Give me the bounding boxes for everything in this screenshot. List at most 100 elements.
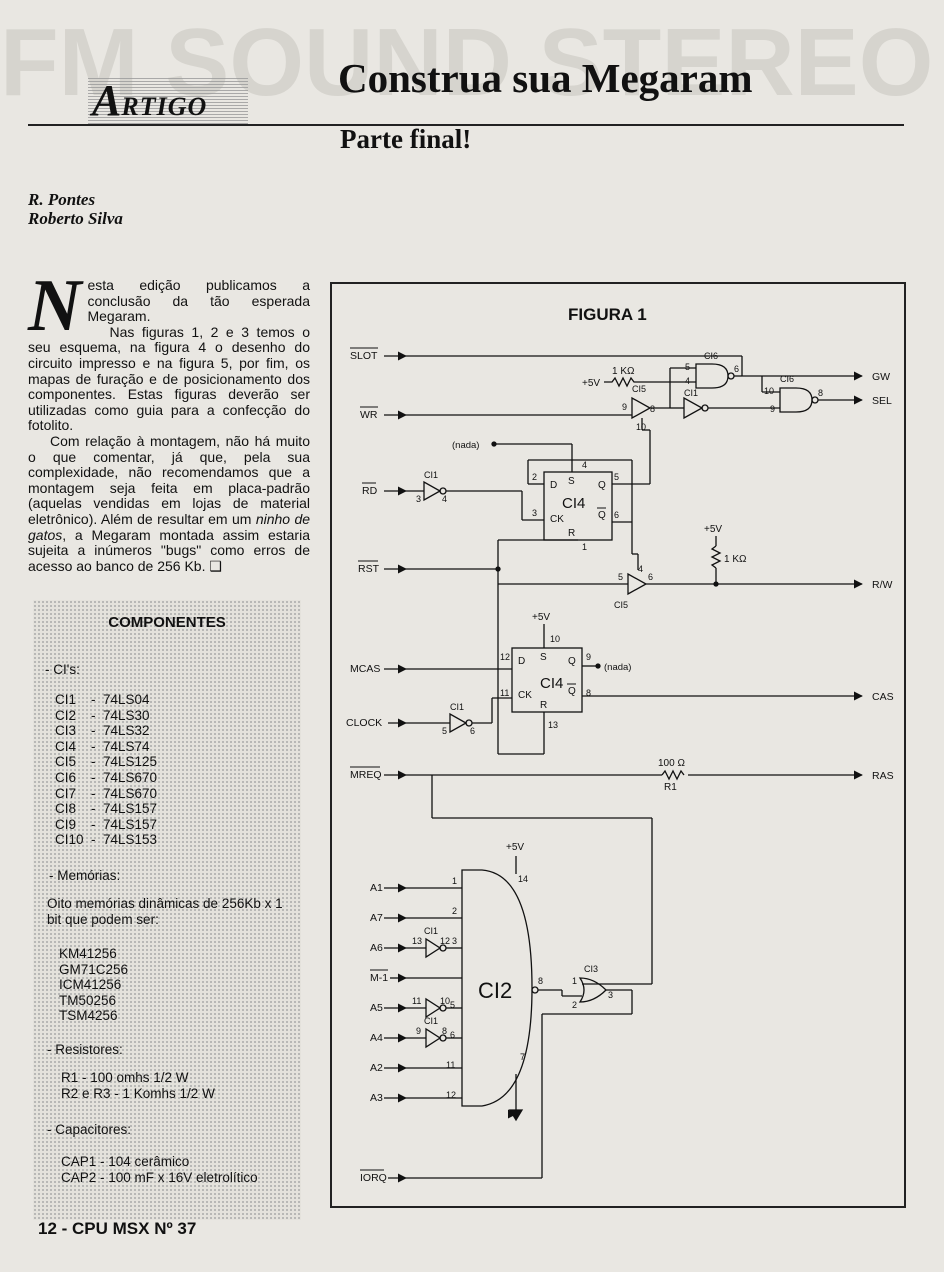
kicker-pattern (88, 78, 248, 124)
svg-text:Q: Q (598, 480, 606, 491)
paragraph-3-italic: ninho de gatos (28, 510, 311, 543)
list-item: R1 - 100 omhs 1/2 W (61, 1070, 189, 1085)
schematic-figure: FIGURA 1 SLOT WR RD RST MCAS CLOCK MREQ … (330, 282, 906, 1208)
list-item: CI9- 74LS157 (55, 816, 158, 832)
paragraph-1: esta edição publicamos a conclusão da tã… (87, 277, 310, 325)
mem-label: - Memórias: (49, 868, 121, 883)
svg-text:5: 5 (442, 726, 447, 736)
author-1: R. Pontes (28, 190, 96, 209)
paragraph-3-text: Com relação à montagem, não há muito o q… (28, 432, 310, 527)
svg-text:CI1: CI1 (424, 1016, 438, 1026)
svg-text:9: 9 (416, 1026, 421, 1036)
svg-text:8: 8 (538, 976, 543, 986)
input-a7: A7 (370, 912, 383, 924)
input-a6: A6 (370, 942, 383, 954)
mem-list: KM41256 GM71C256 ICM41256 TM50256 TSM425… (59, 946, 128, 1024)
list-item: CI3- 74LS32 (55, 723, 150, 739)
svg-text:1 KΩ: 1 KΩ (612, 366, 635, 377)
svg-text:+5V: +5V (704, 524, 722, 535)
header-rule (28, 124, 904, 126)
input-a3: A3 (370, 1092, 383, 1104)
output-cas: CAS (872, 691, 894, 703)
list-item: CI6- 74LS670 (55, 769, 158, 785)
input-mreq: MREQ (350, 769, 382, 781)
svg-text:CI1: CI1 (450, 702, 464, 712)
svg-text:D: D (518, 656, 525, 667)
svg-text:5: 5 (450, 1000, 455, 1010)
svg-text:Q: Q (568, 686, 576, 697)
svg-text:6: 6 (648, 572, 653, 582)
list-item: CI2- 74LS30 (55, 707, 150, 723)
dropcap: N (28, 265, 82, 347)
input-wr: WR (360, 409, 378, 421)
list-item: CI1- 74LS04 (55, 692, 150, 707)
cis-label: - CI's: (45, 662, 80, 677)
svg-text:D: D (550, 480, 557, 491)
list-item: TSM4256 (59, 1008, 118, 1024)
input-rd: RD (362, 485, 378, 497)
svg-text:7: 7 (520, 1052, 525, 1062)
list-item: TM50256 (59, 992, 117, 1008)
cis-list: CI1- 74LS04 CI2- 74LS30 CI3- 74LS32 CI4-… (55, 692, 157, 848)
svg-text:12: 12 (446, 1090, 456, 1100)
svg-text:5: 5 (614, 472, 619, 482)
output-ras: RAS (872, 770, 894, 782)
page-footer: 12 - CPU MSX Nº 37 (38, 1219, 197, 1238)
svg-text:10: 10 (636, 422, 646, 432)
svg-text:Q: Q (568, 656, 576, 667)
svg-text:3: 3 (452, 936, 457, 946)
svg-text:CI6: CI6 (780, 374, 794, 384)
input-mcas: MCAS (350, 663, 380, 675)
output-gw: GW (872, 371, 890, 383)
svg-text:CI5: CI5 (632, 384, 646, 394)
svg-text:CI1: CI1 (424, 926, 438, 936)
list-item: CI8- 74LS157 (55, 801, 158, 817)
svg-text:+5V: +5V (532, 612, 550, 623)
svg-text:+5V: +5V (582, 378, 600, 389)
svg-text:5: 5 (618, 572, 623, 582)
schematic-svg: FIGURA 1 SLOT WR RD RST MCAS CLOCK MREQ … (346, 305, 894, 1184)
svg-text:4: 4 (638, 564, 643, 574)
svg-text:12: 12 (500, 652, 510, 662)
kicker-initial: A (92, 76, 122, 125)
paragraph-3-end: , a Megaram montada assim estaria sujeit… (28, 526, 310, 574)
list-item: CI5- 74LS125 (55, 754, 158, 770)
svg-text:CI3: CI3 (584, 964, 598, 974)
svg-text:9: 9 (770, 404, 775, 414)
list-item: ICM41256 (59, 977, 122, 993)
svg-text:CI4: CI4 (540, 675, 563, 692)
list-item: KM41256 (59, 946, 117, 961)
res-label: - Resistores: (47, 1042, 123, 1057)
svg-text:9: 9 (622, 402, 627, 412)
page-subtitle: Parte final! (340, 124, 472, 154)
svg-text:CK: CK (550, 514, 564, 525)
svg-text:CI2: CI2 (478, 978, 512, 1003)
svg-text:(nada): (nada) (452, 440, 479, 451)
svg-text:14: 14 (518, 874, 528, 884)
input-rst: RST (358, 563, 380, 575)
input-iorq: IORQ (360, 1172, 387, 1184)
svg-text:1: 1 (452, 876, 457, 886)
input-slot: SLOT (350, 350, 378, 362)
svg-text:1: 1 (582, 542, 587, 552)
cap-label: - Capacitores: (47, 1122, 132, 1137)
svg-text:CI1: CI1 (684, 388, 698, 398)
svg-text:R1: R1 (664, 782, 677, 793)
svg-text:S: S (540, 652, 547, 663)
svg-text:3: 3 (532, 508, 537, 518)
svg-text:S: S (568, 476, 575, 487)
output-rw: R/W (872, 579, 893, 591)
svg-text:+5V: +5V (506, 842, 524, 853)
section-kicker: ARTIGO (88, 70, 248, 130)
list-item: CAP1 - 104 cerâmico (61, 1154, 190, 1169)
input-clock: CLOCK (346, 717, 382, 729)
svg-text:10: 10 (440, 996, 450, 1006)
article-body: N esta edição publicamos a conclusão da … (28, 265, 311, 574)
svg-text:2: 2 (532, 472, 537, 482)
svg-text:11: 11 (412, 996, 421, 1006)
svg-text:100 Ω: 100 Ω (658, 758, 685, 769)
mem-text: Oito memórias dinâmicas de 256Kb x 1 bit… (47, 896, 283, 927)
end-square-icon: ❑ (209, 557, 222, 574)
input-a4: A4 (370, 1032, 383, 1044)
svg-text:(nada): (nada) (604, 662, 631, 673)
